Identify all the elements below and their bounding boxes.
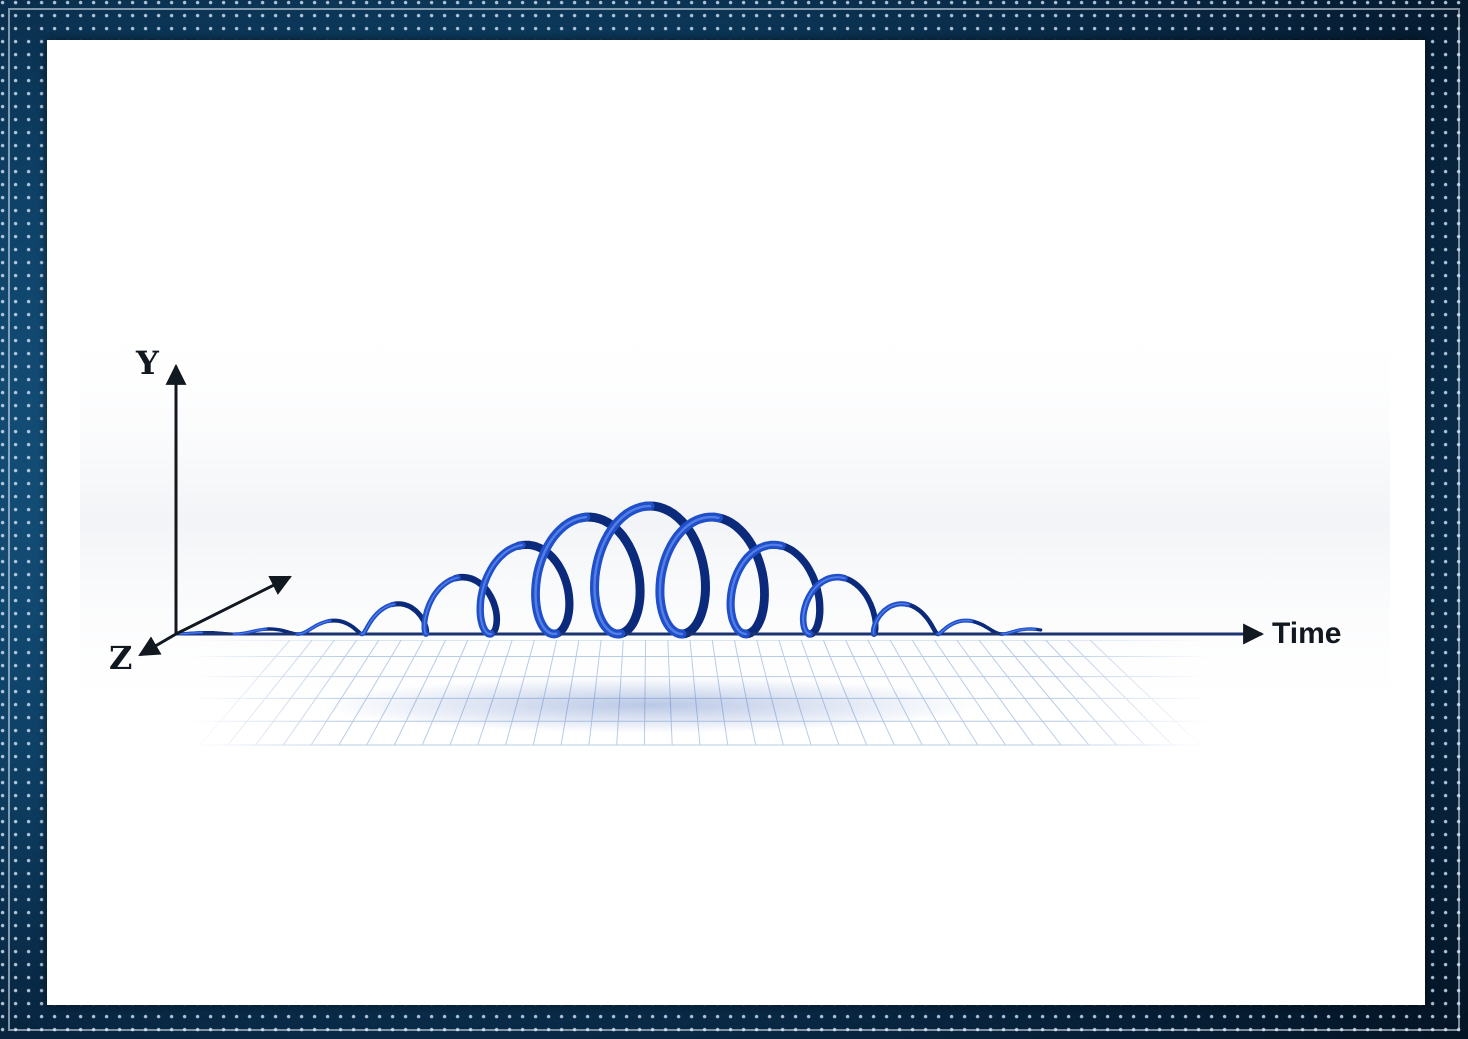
helix-back-segment [452, 573, 501, 638]
helix-highlight [360, 603, 395, 635]
helix-highlight [534, 515, 588, 636]
helix-back-segment [514, 540, 574, 639]
grid-line [978, 639, 1062, 746]
helix-highlight [479, 544, 524, 636]
helix-front-strands [178, 501, 1037, 639]
time-axis-label: Time [1272, 617, 1341, 650]
background-band [80, 310, 1390, 730]
figure-panel: Y Z Time [47, 40, 1425, 1005]
decorative-frame-border [8, 8, 1460, 1031]
helix-back-segment [577, 512, 645, 639]
grid-line [227, 639, 313, 746]
helix-back-segment [640, 501, 710, 639]
z-axis-label: Z [109, 639, 132, 677]
helix-highlight [593, 504, 652, 636]
z-axis-line [138, 632, 177, 657]
grid-line [1000, 639, 1090, 746]
depth-axis-line [175, 575, 292, 636]
helix-wave-diagram: Y Z Time [80, 310, 1390, 746]
wave-shadow [320, 677, 980, 733]
helix-highlight [296, 620, 331, 635]
grid-line [310, 639, 380, 746]
helix-highlight [937, 620, 972, 635]
helix-highlight [802, 576, 846, 635]
y-axis-label: Y [135, 344, 160, 382]
helix-back-segment [709, 512, 769, 639]
grid-line [199, 639, 291, 746]
grid-line [1067, 639, 1173, 746]
helix-highlight [729, 543, 783, 636]
helix-highlight [423, 576, 459, 635]
grid-line [1089, 639, 1201, 746]
grid-line [255, 639, 335, 746]
helix-highlight [872, 603, 909, 635]
grid-line [933, 639, 1007, 746]
grid-line [1045, 639, 1145, 746]
helix-highlight [658, 515, 720, 636]
helix-highlight [179, 632, 203, 635]
grid-line [282, 639, 358, 746]
helix-highlight [1001, 628, 1036, 635]
grid-line [1022, 639, 1118, 746]
grid-line [956, 639, 1034, 746]
helix-back-segment [774, 541, 824, 638]
helix-highlight [233, 628, 267, 635]
